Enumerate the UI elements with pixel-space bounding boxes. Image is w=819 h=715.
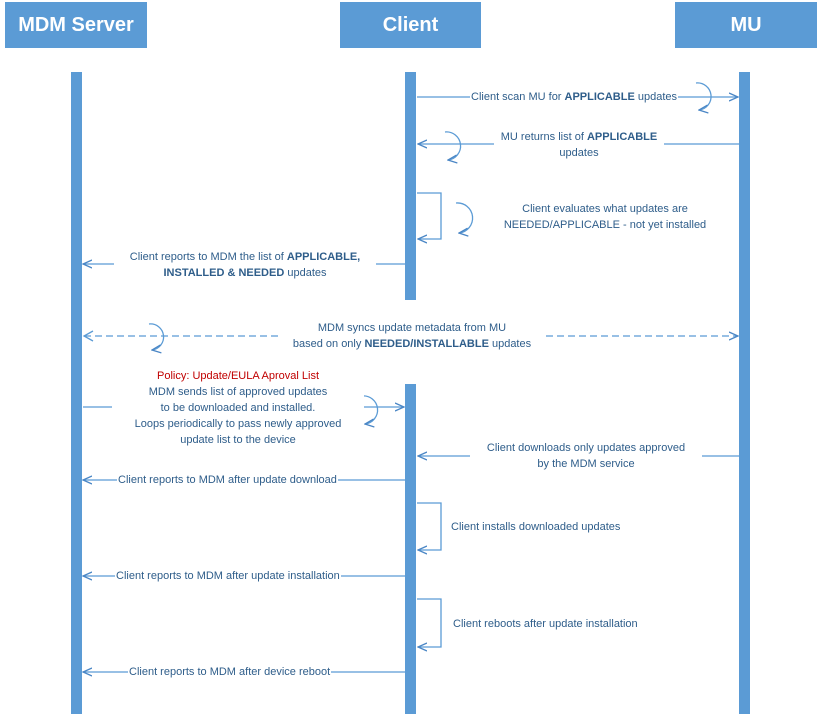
loop-icon-scan bbox=[695, 82, 712, 110]
message-text: Client evaluates what updates are bbox=[522, 203, 688, 215]
message-bold-text: APPLICABLE bbox=[564, 91, 635, 103]
message-bold-text: APPLICABLE, bbox=[286, 251, 361, 263]
actor-mdm-server: MDM Server bbox=[5, 2, 147, 48]
message-text: NEEDED/APPLICABLE - not yet installed bbox=[503, 219, 707, 231]
actor-mu: MU bbox=[675, 2, 817, 48]
arrow-client-self-reboot bbox=[417, 598, 442, 647]
message-text: Client scan MU for bbox=[471, 91, 565, 103]
policy-label: Policy: Update/EULA Aproval List bbox=[156, 370, 320, 382]
message-report-after-download: Client reports to MDM after update downl… bbox=[117, 472, 338, 488]
message-text: MU returns list of bbox=[500, 131, 587, 143]
message-text: to be downloaded and installed. bbox=[160, 402, 316, 414]
message-text: based on only bbox=[292, 338, 365, 350]
message-text: MDM sends list of approved updates bbox=[148, 386, 328, 398]
message-mdm-syncs-metadata: MDM syncs update metadata from MU based … bbox=[282, 320, 542, 352]
message-report-after-installation: Client reports to MDM after update insta… bbox=[115, 568, 341, 584]
message-mu-returns-list: MU returns list of APPLICABLE updates bbox=[494, 129, 664, 161]
message-bold-text: INSTALLED & NEEDED bbox=[163, 267, 285, 279]
message-client-downloads: Client downloads only updates approved b… bbox=[470, 440, 702, 472]
loop-icon-sync bbox=[148, 323, 165, 350]
arrow-client-self-install bbox=[417, 502, 442, 550]
message-text: Client downloads only updates approved bbox=[486, 442, 686, 454]
message-client-installs: Client installs downloaded updates bbox=[450, 519, 622, 535]
arrow-client-self-evaluate bbox=[417, 192, 442, 239]
loop-icon-approved bbox=[361, 395, 379, 424]
message-client-evaluates: Client evaluates what updates are NEEDED… bbox=[494, 201, 716, 233]
message-client-scan-mu: Client scan MU for APPLICABLE updates bbox=[470, 89, 679, 105]
arrow-mdm-mu-sync-head bbox=[82, 330, 94, 342]
message-text: updates bbox=[488, 338, 532, 350]
client-activation-2 bbox=[405, 384, 416, 714]
message-text: by the MDM service bbox=[537, 458, 635, 470]
mu-lifeline bbox=[739, 72, 750, 714]
message-bold-text: NEEDED/INSTALLABLE bbox=[364, 338, 489, 350]
actor-client: Client bbox=[340, 2, 481, 48]
mdm-lifeline bbox=[71, 72, 82, 714]
message-mdm-sends-approved: Policy: Update/EULA Aproval List MDM sen… bbox=[112, 368, 364, 448]
client-activation-1 bbox=[405, 72, 416, 300]
message-text: updates bbox=[634, 91, 678, 103]
loop-icon-evaluate bbox=[455, 202, 474, 233]
message-client-reboots: Client reboots after update installation bbox=[452, 616, 639, 632]
message-text: updates bbox=[559, 147, 599, 159]
loop-icon-return bbox=[444, 131, 462, 160]
message-bold-text: APPLICABLE bbox=[586, 131, 658, 143]
message-text: Client reports to MDM the list of bbox=[129, 251, 287, 263]
message-text: Loops periodically to pass newly approve… bbox=[134, 418, 342, 430]
message-client-reports-applicable: Client reports to MDM the list of APPLIC… bbox=[114, 249, 376, 281]
message-report-after-reboot: Client reports to MDM after device reboo… bbox=[128, 664, 332, 680]
message-text: update list to the device bbox=[180, 434, 296, 446]
message-text: MDM syncs update metadata from MU bbox=[317, 322, 507, 334]
message-text: updates bbox=[284, 267, 327, 279]
